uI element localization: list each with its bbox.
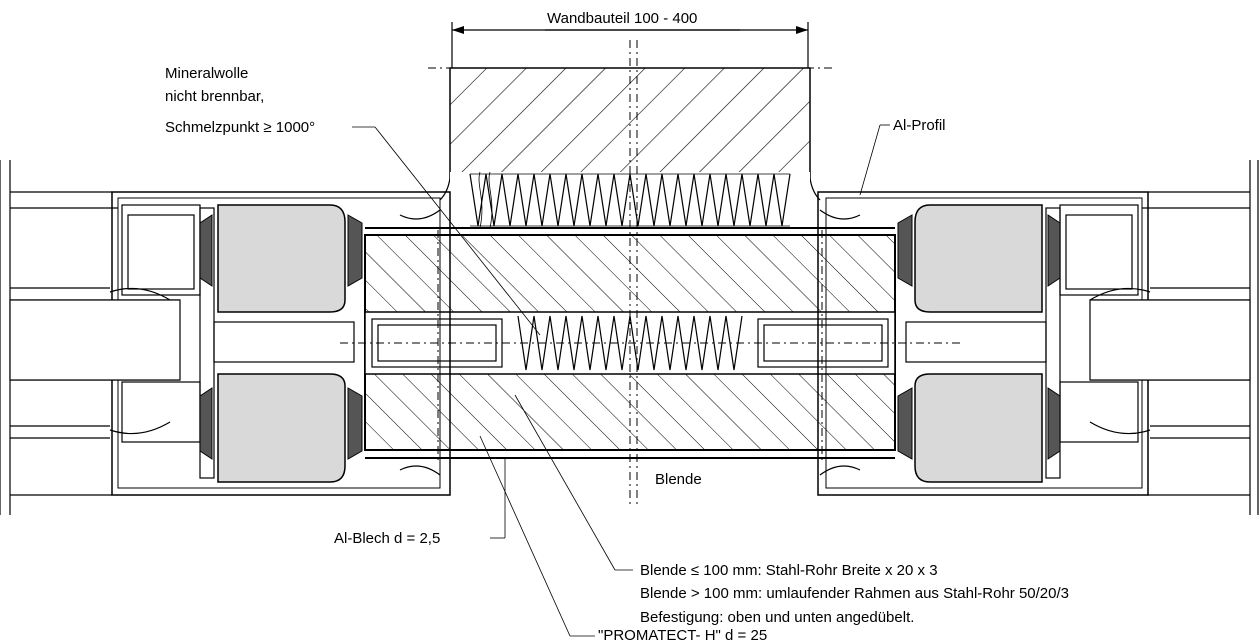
adjacent-structure <box>0 160 1259 515</box>
right-frame-profile <box>817 191 1151 496</box>
mineral-wool-label-3: Schmelzpunkt ≥ 1000° <box>165 119 315 136</box>
note-line-3: Befestigung: oben und unten angedübelt. <box>640 609 914 626</box>
mineral-wool-label-2: nicht brennbar, <box>165 88 264 105</box>
leader-lines <box>352 124 890 637</box>
promatect-label: "PROMATECT- H" d = 25 <box>598 627 767 643</box>
blende-label: Blende <box>655 471 702 488</box>
mineral-wool-label-1: Mineralwolle <box>165 65 248 82</box>
mineral-wool-top <box>450 171 810 229</box>
al-sheet-label: Al-Blech d = 2,5 <box>334 530 440 547</box>
note-line-1: Blende ≤ 100 mm: Stahl-Rohr Breite x 20 … <box>640 562 938 579</box>
wall-component <box>428 67 832 201</box>
note-line-2: Blende > 100 mm: umlaufender Rahmen aus … <box>640 585 1069 602</box>
left-frame-profile <box>109 191 451 496</box>
wall-dimension-label: Wandbauteil 100 - 400 <box>547 10 697 27</box>
wall-dimension <box>451 22 809 68</box>
al-profile-label: Al-Profil <box>893 117 946 134</box>
centre-lines <box>340 40 960 505</box>
